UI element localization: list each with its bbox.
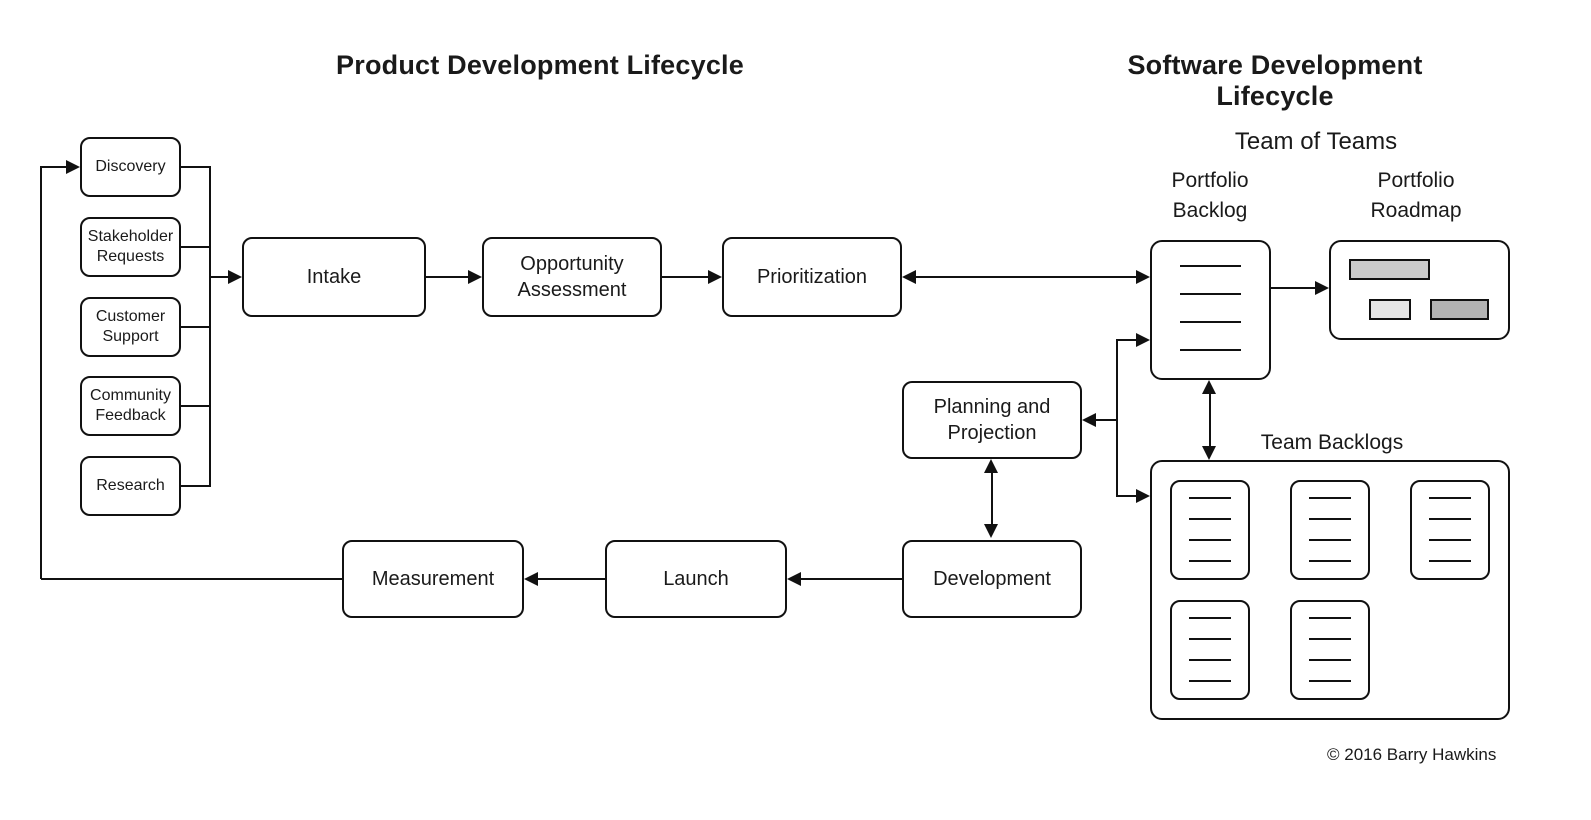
copyright-text: © 2016 Barry Hawkins	[1327, 745, 1497, 764]
trunk-planning-line	[1096, 419, 1118, 421]
backlog-list-line	[1180, 293, 1241, 295]
trunk-top-line	[1117, 339, 1137, 341]
roadmap-bar-bottom-right	[1430, 299, 1489, 320]
stub-stakeholder	[181, 246, 210, 248]
roadmap-bar-bottom-left	[1369, 299, 1411, 320]
portfolio-backlog-label: Portfolio Backlog	[1171, 169, 1249, 223]
node-intake: Intake	[242, 237, 426, 317]
mini-backlog-box	[1170, 480, 1250, 580]
mini-backlog-box	[1170, 600, 1250, 700]
stub-community	[181, 405, 210, 407]
arrowhead-into-backlog-left	[1136, 270, 1150, 284]
team-backlogs-label: Team Backlogs	[1260, 431, 1404, 454]
loop-left-line	[40, 166, 42, 579]
loop-bottom-line	[41, 578, 342, 580]
mini-backlog-box	[1290, 480, 1370, 580]
trunk-bottom-line	[1117, 495, 1137, 497]
node-prioritization: Prioritization	[722, 237, 902, 317]
portfolio-backlog-box	[1150, 240, 1271, 380]
portfolio-roadmap-label: Portfolio Roadmap	[1370, 169, 1462, 223]
node-opportunity-assessment: Opportunity Assessment	[482, 237, 662, 317]
collector-to-intake-line	[210, 276, 232, 278]
collector-line	[209, 166, 211, 487]
node-launch: Launch	[605, 540, 787, 618]
node-discovery: Discovery	[80, 137, 181, 197]
arrowhead-into-oa	[468, 270, 482, 284]
development-to-launch-line	[801, 578, 902, 580]
backlog-list-line	[1180, 265, 1241, 267]
mini-backlog-box	[1410, 480, 1490, 580]
backlog-list-line	[1180, 349, 1241, 351]
planning-development-line	[991, 472, 993, 526]
arrowhead-into-roadmap	[1315, 281, 1329, 295]
intake-to-oa-line	[426, 276, 470, 278]
arrowhead-up-into-backlog	[1202, 380, 1216, 394]
mini-backlog-box	[1290, 600, 1370, 700]
arrowhead-trunk-into-teambacklogs	[1136, 489, 1150, 503]
oa-to-prioritization-line	[662, 276, 708, 278]
arrowhead-trunk-into-backlog	[1136, 333, 1150, 347]
arrowhead-down-into-teambacklogs	[1202, 446, 1216, 460]
stub-customer	[181, 326, 210, 328]
arrowhead-into-launch	[787, 572, 801, 586]
node-research: Research	[80, 456, 181, 516]
product-lifecycle-title: Product Development Lifecycle	[336, 50, 744, 80]
node-planning-projection: Planning and Projection	[902, 381, 1082, 459]
arrowhead-into-intake	[228, 270, 242, 284]
roadmap-bar-top	[1349, 259, 1430, 280]
prioritization-backlog-line	[916, 276, 1136, 278]
launch-to-measurement-line	[538, 578, 605, 580]
arrowhead-into-prioritization	[708, 270, 722, 284]
backlog-teambacklogs-line	[1209, 393, 1211, 447]
team-of-teams-heading: Team of Teams	[1234, 128, 1398, 155]
node-community-feedback: Community Feedback	[80, 376, 181, 436]
backlog-list-line	[1180, 321, 1241, 323]
node-development: Development	[902, 540, 1082, 618]
software-lifecycle-title: Software Development Lifecycle	[1127, 50, 1423, 111]
backlog-to-roadmap-line	[1271, 287, 1317, 289]
arrowhead-into-planning	[1082, 413, 1096, 427]
arrowhead-into-prioritization-right	[902, 270, 916, 284]
arrowhead-down-into-development	[984, 524, 998, 538]
node-stakeholder-requests: Stakeholder Requests	[80, 217, 181, 277]
portfolio-roadmap-box	[1329, 240, 1510, 340]
stub-research	[181, 485, 210, 487]
node-customer-support: Customer Support	[80, 297, 181, 357]
trunk-line	[1116, 339, 1118, 497]
arrowhead-into-discovery	[66, 160, 80, 174]
stub-discovery	[181, 166, 210, 168]
loop-top-line	[41, 166, 68, 168]
arrowhead-up-into-planning	[984, 459, 998, 473]
node-measurement: Measurement	[342, 540, 524, 618]
arrowhead-into-measurement	[524, 572, 538, 586]
